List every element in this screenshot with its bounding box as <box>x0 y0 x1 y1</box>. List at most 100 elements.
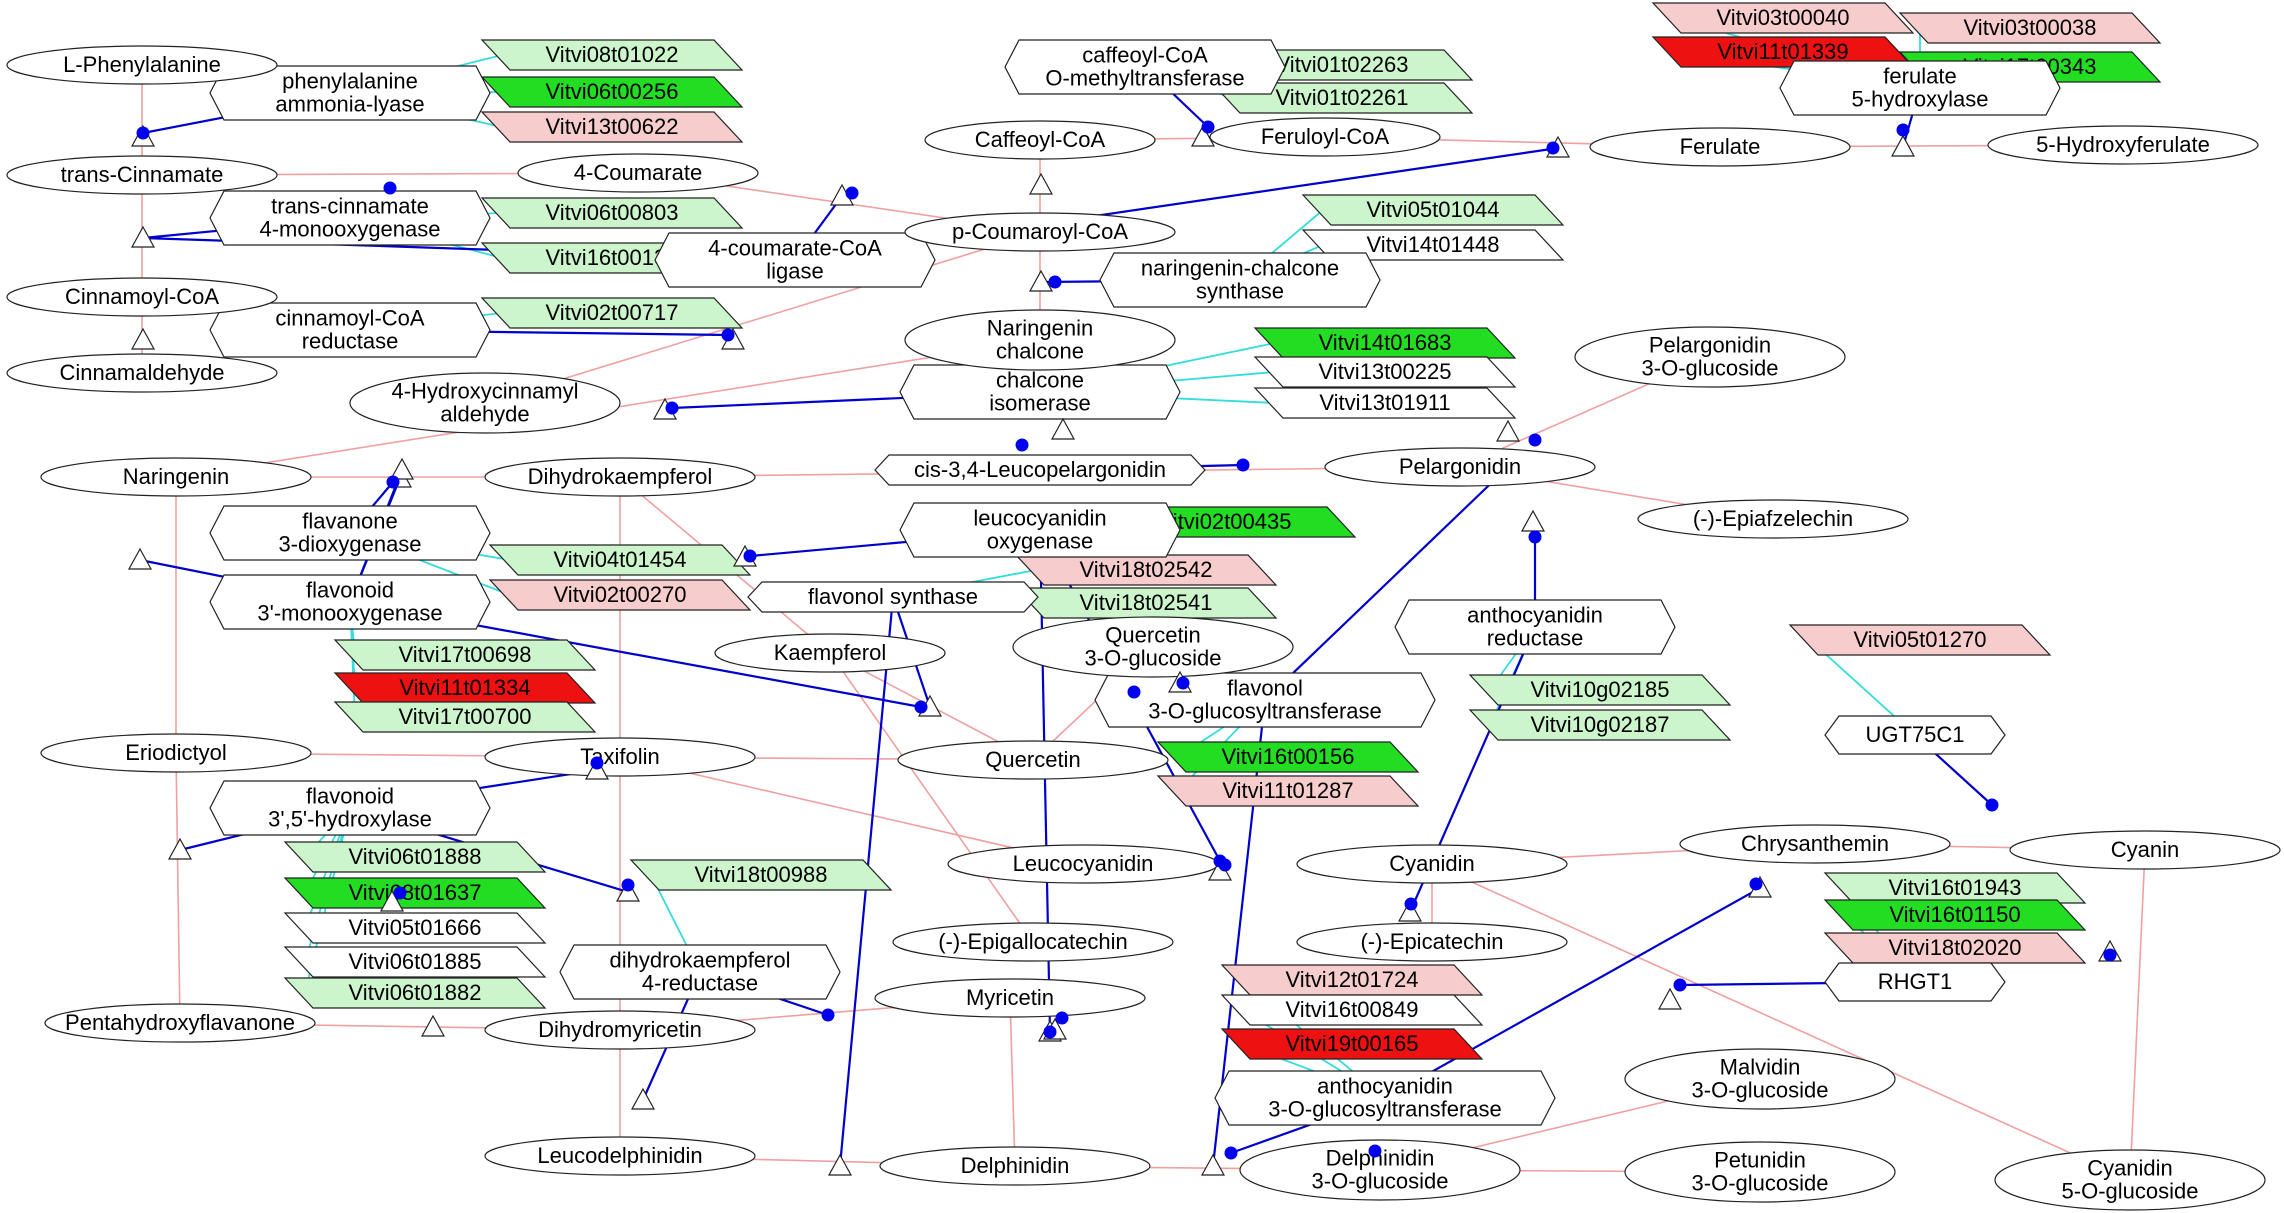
metabolite-node[interactable]: Dihydrokaempferol <box>484 457 756 497</box>
gene-node[interactable]: Vitvi17t00698 <box>333 639 597 671</box>
gene-node[interactable]: Vitvi06t01888 <box>283 841 547 873</box>
metabolite-node[interactable]: Quercetin <box>897 740 1169 780</box>
metabolite-node[interactable]: p-Coumaroyl-CoA <box>904 212 1176 252</box>
gene-node[interactable]: Vitvi14t01683 <box>1253 327 1517 359</box>
gene-node[interactable]: Vitvi02t00717 <box>480 297 744 329</box>
metabolite-node[interactable]: Feruloyl-CoA <box>1209 117 1441 157</box>
metabolite-node[interactable]: Myricetin <box>874 978 1146 1018</box>
gene-node[interactable]: Vitvi18t00988 <box>629 859 893 891</box>
gene-node[interactable]: Vitvi16t00849 <box>1220 994 1484 1026</box>
metabolite-node[interactable]: Cyanidin <box>1296 844 1568 884</box>
gene-node[interactable]: Vitvi14t01448 <box>1301 229 1565 261</box>
metabolite-node[interactable]: Cinnamaldehyde <box>6 353 278 393</box>
gene-node[interactable]: Vitvi03t00040 <box>1651 2 1915 34</box>
metabolite-node[interactable]: Dihydromyricetin <box>484 1010 756 1050</box>
metabolite-node[interactable]: (-)-Epigallocatechin <box>892 922 1174 962</box>
gene-shape <box>1788 624 2052 656</box>
gene-node[interactable]: Vitvi06t00803 <box>480 197 744 229</box>
gene-shape <box>1220 994 1484 1026</box>
metabolite-node[interactable]: Caffeoyl-CoA <box>924 120 1156 160</box>
metabolite-node[interactable]: Taxifolin <box>484 737 756 777</box>
gene-node[interactable]: Vitvi17t00700 <box>333 701 597 733</box>
metabolite-node[interactable]: 5-Hydroxyferulate <box>1987 125 2259 165</box>
gene-node[interactable]: Vitvi05t01666 <box>283 912 547 944</box>
metabolite-node[interactable]: Delphinidin <box>879 1146 1151 1186</box>
metabolite-node[interactable]: Eriodictyol <box>40 733 312 773</box>
metabolite-node[interactable]: Leucocyanidin <box>947 844 1219 884</box>
gene-node[interactable]: Vitvi10g02185 <box>1468 674 1732 706</box>
gene-node[interactable]: Vitvi11t01287 <box>1156 775 1420 807</box>
metabolite-node[interactable]: 4-Coumarate <box>517 153 759 193</box>
gene-node[interactable]: Vitvi02t00270 <box>488 579 752 611</box>
enzyme-node[interactable]: cis-3,4-Leucopelargonidin <box>874 454 1206 486</box>
gene-node[interactable]: Vitvi10g02187 <box>1468 709 1732 741</box>
gene-node[interactable]: Vitvi01t02261 <box>1210 82 1474 114</box>
gene-node[interactable]: Vitvi18t02542 <box>1014 554 1278 586</box>
metabolite-node[interactable]: Pentahydroxyflavanone <box>44 1003 316 1043</box>
gene-node[interactable]: Vitvi18t02541 <box>1014 587 1278 619</box>
enzyme-node[interactable]: UGT75C1 <box>1824 715 2006 755</box>
gene-label: Vitvi06t01885 <box>349 949 482 974</box>
gene-node[interactable]: Vitvi11t01334 <box>333 672 597 704</box>
gene-node[interactable]: Vitvi16t01943 <box>1823 872 2087 904</box>
metabolite-node[interactable]: (-)-Epicatechin <box>1296 922 1568 962</box>
gene-node[interactable]: Vitvi19t00165 <box>1220 1028 1484 1060</box>
metabolite-node[interactable]: Ferulate <box>1589 127 1851 167</box>
gene-node[interactable]: Vitvi16t00156 <box>1156 741 1420 773</box>
metabolite-node[interactable]: Cyanin <box>2009 830 2281 870</box>
enzyme-node[interactable]: RHGT1 <box>1824 962 2006 1002</box>
metabolite-node[interactable]: Chrysanthemin <box>1679 824 1951 864</box>
metabolite-node[interactable]: Cinnamoyl-CoA <box>6 277 278 317</box>
gene-node[interactable]: Vitvi13t00225 <box>1253 356 1517 388</box>
gene-node[interactable]: Vitvi06t01885 <box>283 946 547 978</box>
reaction-triangle <box>389 457 415 480</box>
gene-node[interactable]: Vitvi03t00038 <box>1898 12 2162 44</box>
gene-node[interactable]: Vitvi13t00622 <box>480 111 744 143</box>
gene-node[interactable]: Vitvi16t01150 <box>1823 899 2087 931</box>
metabolite-node[interactable]: Pelargonidin <box>1324 447 1596 487</box>
metabolite-node[interactable]: (-)-Epiafzelechin <box>1637 499 1909 539</box>
gene-node[interactable]: Vitvi08t01637 <box>283 877 547 909</box>
gene-node[interactable]: Vitvi08t01022 <box>480 39 744 71</box>
gene-node[interactable]: Vitvi06t01882 <box>283 977 547 1009</box>
metabolite-node[interactable]: Naringenin <box>40 457 312 497</box>
gene-node[interactable]: Vitvi18t02020 <box>1823 932 2087 964</box>
metabolite-node[interactable]: L-Phenylalanine <box>6 45 278 85</box>
metabolite-node[interactable]: trans-Cinnamate <box>6 155 278 195</box>
gene-node[interactable]: Vitvi04t01454 <box>488 544 752 576</box>
metabolite-label: Naringenin <box>123 464 229 489</box>
gene-node[interactable]: Vitvi06t00256 <box>480 76 744 108</box>
metabolite-node[interactable]: Leucodelphinidin <box>484 1136 756 1176</box>
gene-node[interactable]: Vitvi12t01724 <box>1220 964 1484 996</box>
gene-node[interactable]: Vitvi13t01911 <box>1253 387 1517 419</box>
gene-node[interactable]: Vitvi05t01044 <box>1301 194 1565 226</box>
enzyme-node[interactable]: flavonol synthase <box>747 581 1039 613</box>
gene-node[interactable]: Vitvi05t01270 <box>1788 624 2052 656</box>
metabolite-node[interactable]: Kaempferol <box>714 633 946 673</box>
